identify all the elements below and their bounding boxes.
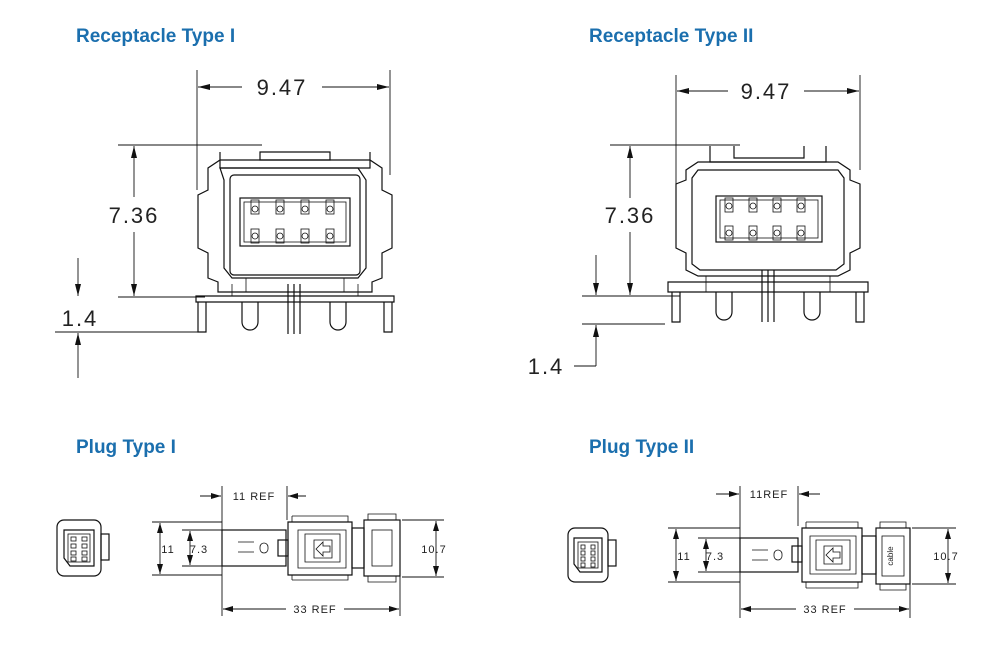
plug-1-height-b-label: 7.3 [190,544,208,556]
plug-type-2-drawing: 11REF 11 7.3 cable [567,486,958,618]
receptacle-2-width-label: 9.47 [741,79,792,104]
receptacle-1-height-label: 7.36 [109,203,160,228]
plug-2-height-b-label: 7.3 [706,551,724,563]
receptacle-2-height-label: 7.36 [605,203,656,228]
receptacle-1-width-label: 9.47 [257,75,308,100]
plug-1-height-a-label: 11 [161,544,174,556]
receptacle-type-1-drawing: 9.47 7.36 1.4 [55,70,395,378]
plug-1-ref-small-label: 11 REF [233,491,275,503]
plug-2-height-a-label: 11 [677,551,690,563]
plug-type-2-title: Plug Type II [589,437,695,458]
receptacle-2-offset-label: 1.4 [528,354,565,379]
plug-type-1-drawing: 11 REF 11 7.3 10.7 [56,486,446,616]
receptacle-type-2-drawing: 9.47 7.36 1.4 [528,75,869,379]
receptacle-type-1-title: Receptacle Type I [76,26,236,47]
receptacle-1-offset-label: 1.4 [62,306,99,331]
plug-2-ref-small-label: 11REF [750,489,788,501]
plug-2-ref-long-label: 33 REF [803,604,846,616]
plug-type-1-title: Plug Type I [76,437,176,458]
plug-2-height-right-label: 10.7 [933,551,958,563]
plug-1-ref-long-label: 33 REF [293,604,336,616]
plug-2-cable-label: cable [886,546,895,566]
plug-1-height-right-label: 10.7 [421,544,446,556]
receptacle-type-2-title: Receptacle Type II [589,26,754,47]
